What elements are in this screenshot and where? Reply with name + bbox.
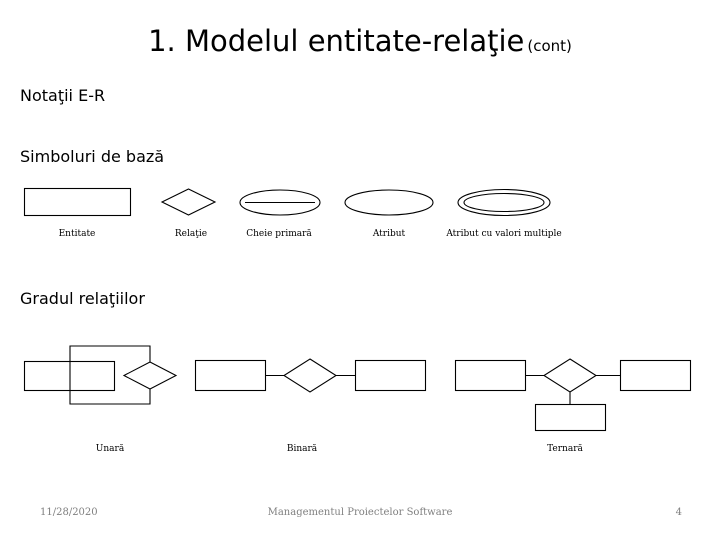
unary-entity-rectangle (23, 360, 116, 392)
ternary-relationship-diamond (542, 358, 598, 393)
footer-date: 11/28/2020 (40, 507, 98, 518)
shape-multivalued-attribute-outer-ellipse (457, 188, 551, 217)
ternary-entity-left-rectangle (454, 359, 527, 392)
section-heading-basic-symbols: Simboluri de bază (20, 147, 165, 166)
page-title-main: 1. Modelul entitate-relaţie (148, 24, 525, 58)
label-degree-binary: Binară (286, 444, 318, 454)
label-relationship: Relaţie (174, 229, 208, 239)
label-multivalued-attribute: Atribut cu valori multiple (446, 229, 562, 239)
binary-relationship-diamond (282, 358, 338, 393)
label-entity: Entitate (58, 229, 96, 239)
ternary-entity-bottom-rectangle (534, 403, 607, 432)
shape-multivalued-attribute-inner-ellipse (463, 192, 545, 213)
binary-entity-right-rectangle (354, 359, 427, 392)
page-title-suffix: (cont) (527, 37, 572, 55)
shape-entity-rectangle (23, 187, 132, 217)
page-title: 1. Modelul entitate-relaţie(cont) (0, 24, 720, 63)
unary-loop-connector (69, 345, 151, 405)
label-primary-key: Cheie primară (246, 229, 312, 239)
unary-relationship-diamond (122, 361, 178, 390)
label-degree-unary: Unară (95, 444, 125, 454)
footer-page-number: 4 (675, 507, 682, 518)
footer-course-title: Managementul Proiectelor Software (267, 507, 453, 518)
section-heading-degree: Gradul relaţiilor (20, 289, 145, 308)
label-attribute: Atribut (372, 229, 406, 239)
slide-footer: 11/28/2020 Managementul Proiectelor Soft… (0, 507, 720, 527)
ternary-entity-right-rectangle (619, 359, 692, 392)
label-degree-ternary: Ternară (547, 444, 583, 454)
shape-primary-key-ellipse (239, 189, 321, 216)
section-heading-notations: Notaţii E-R (20, 86, 106, 105)
shape-attribute-ellipse (344, 189, 434, 216)
binary-entity-left-rectangle (194, 359, 267, 392)
shape-relationship-diamond (160, 188, 217, 216)
